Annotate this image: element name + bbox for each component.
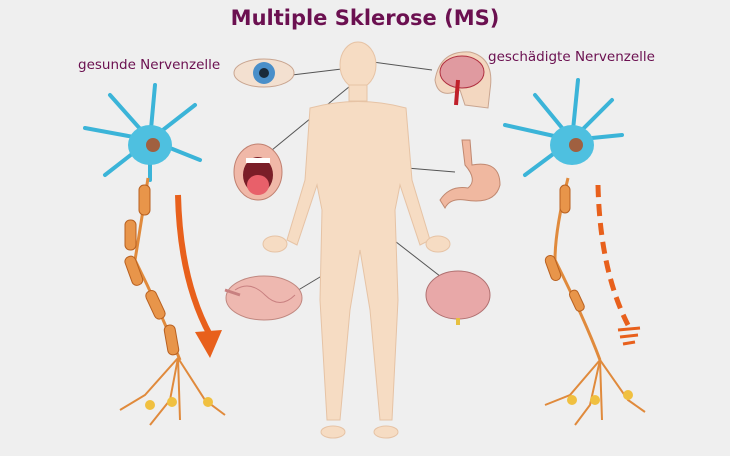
healthy-neuron: [83, 83, 226, 426]
blocked-signal-icon: [617, 326, 641, 346]
eye-icon: [233, 58, 295, 88]
bladder-icon: [425, 270, 491, 325]
signal-arrow-damaged: [595, 184, 631, 327]
arrow-head-icon: [195, 330, 222, 358]
stomach-icon: [439, 139, 501, 210]
brain-icon: [434, 51, 492, 109]
human-body: [262, 41, 451, 439]
damaged-neuron-label: geschädigte Nervenzelle: [488, 49, 655, 65]
damaged-neuron: [503, 78, 646, 426]
intestine-icon: [224, 275, 303, 321]
healthy-neuron-label: gesunde Nervenzelle: [78, 57, 221, 73]
mouth-icon: [233, 143, 283, 201]
signal-arrow-healthy: [175, 194, 213, 337]
page-title: Multiple Sklerose (MS): [230, 6, 500, 30]
